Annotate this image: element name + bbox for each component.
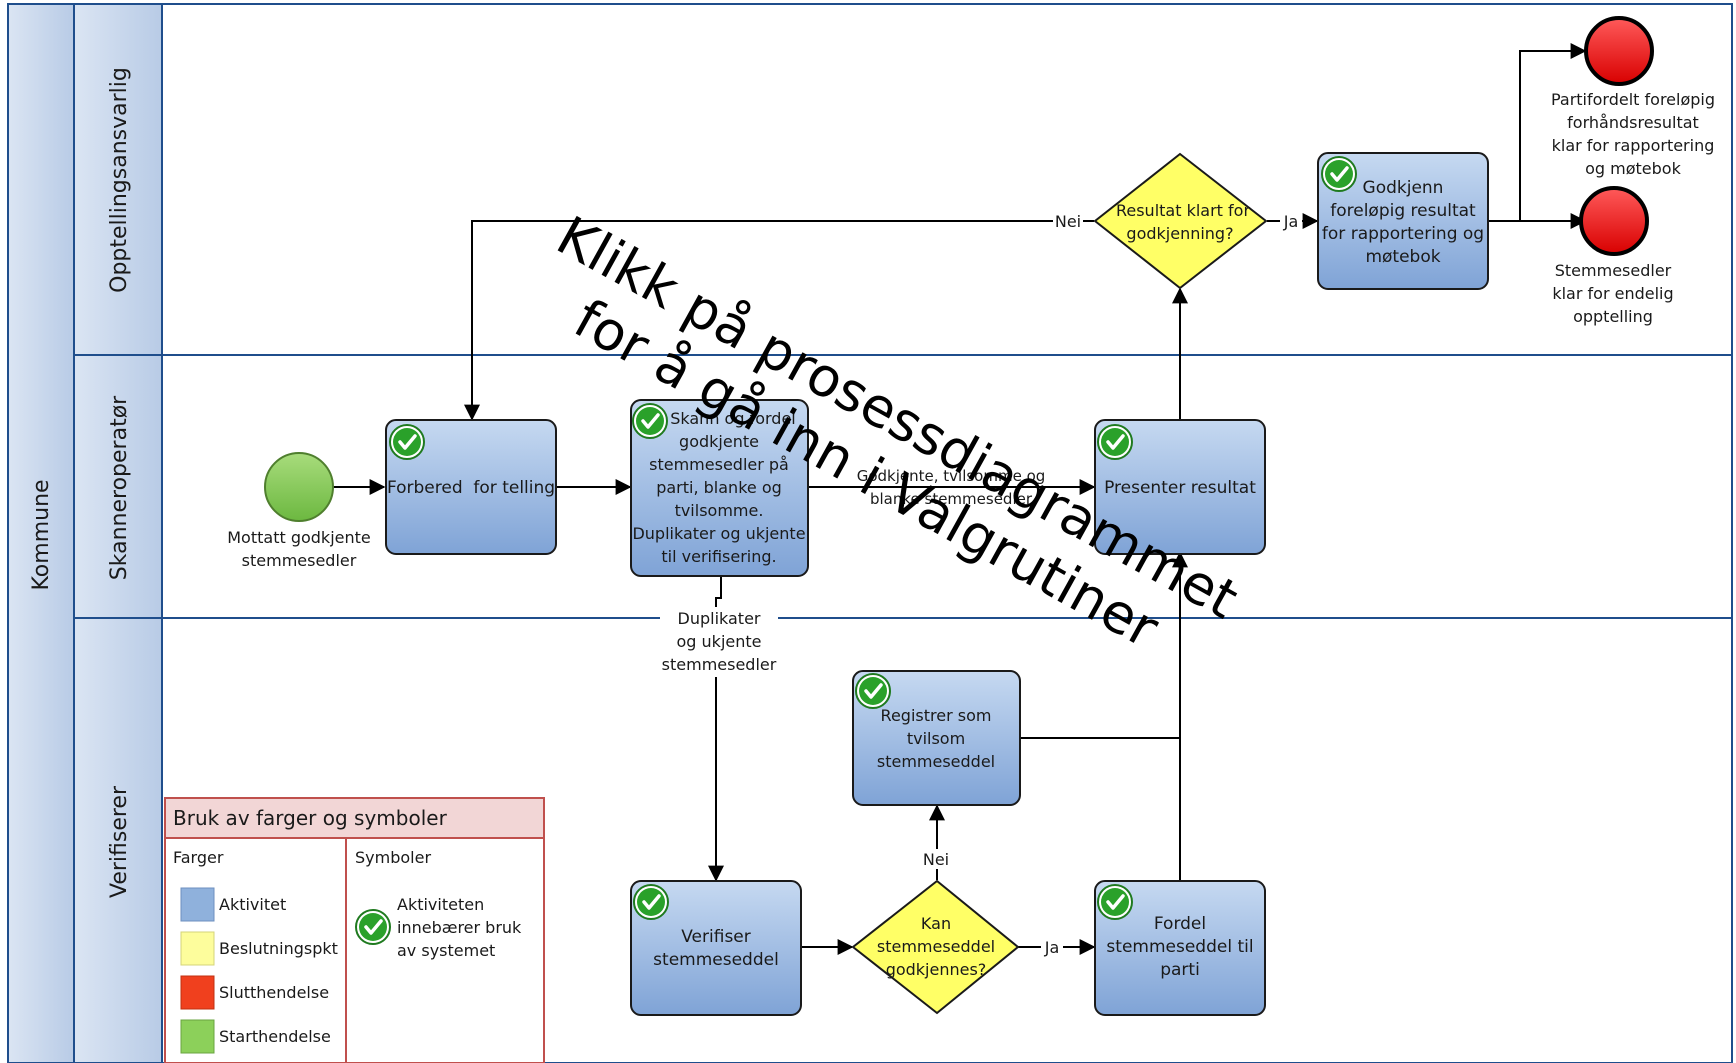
system-check-icon <box>1096 423 1134 461</box>
label-approved-ballots-1: Godkjente, tvilsomme og <box>857 467 1046 485</box>
activity-verify-label-2: stemmeseddel <box>653 950 779 970</box>
legend-swatch-end <box>180 975 215 1010</box>
legend-symbol-text-2: innebærer bruk <box>397 918 522 937</box>
activity-approve-label-3: for rapportering og <box>1322 224 1484 244</box>
legend-symbol-text-3: av systemet <box>397 941 495 960</box>
activity-verify-label-1: Verifiser <box>681 927 751 947</box>
gateway-result-ready[interactable]: Resultat klart for godkjenning? <box>1093 152 1268 290</box>
activity-register-label-1: Registrer som <box>881 706 992 725</box>
activity-verify[interactable]: Verifiser stemmeseddel <box>630 880 802 1016</box>
end-event-top-label-4: og møtebok <box>1585 159 1681 178</box>
lane-label-middle: Skanneroperatør <box>107 395 132 580</box>
legend-swatch-activity <box>180 887 215 922</box>
end-event-bottom[interactable]: Stemmesedler klar for endelig opptelling <box>1552 186 1674 326</box>
pool-header <box>7 3 75 1063</box>
activity-scan-label-7: til verifisering. <box>661 547 776 566</box>
activity-approve-label-2: foreløpig resultat <box>1330 201 1476 221</box>
end-event-bottom-label-1: Stemmesedler <box>1555 261 1672 280</box>
activity-distribute[interactable]: Fordel stemmeseddel til parti <box>1094 880 1266 1016</box>
label-yes-top: Ja <box>1283 212 1299 231</box>
activity-scan-label-2: godkjente <box>679 432 759 451</box>
end-event-bottom-label-2: klar for endelig <box>1552 284 1673 303</box>
lane-label-top: Opptellingsansvarlig <box>107 67 132 293</box>
gateway-result-ready-label-1: Resultat klart for <box>1116 201 1250 220</box>
legend-item-end: Slutthendelse <box>219 983 329 1002</box>
start-event[interactable]: Mottatt godkjente stemmesedler <box>227 452 371 570</box>
activity-distribute-label-3: parti <box>1160 960 1200 980</box>
activity-present[interactable]: Presenter resultat <box>1094 419 1266 555</box>
system-check-icon <box>388 423 426 461</box>
label-no-top: Nei <box>1055 212 1081 231</box>
start-event-label-2: stemmesedler <box>242 551 357 570</box>
activity-prepare-label: Forbered for telling <box>387 478 555 498</box>
legend-swatch-decision <box>180 931 215 966</box>
activity-register[interactable]: Registrer som tvilsom stemmeseddel <box>852 670 1021 806</box>
label-approved-ballots-2: blanke stemmesedler <box>870 490 1033 508</box>
system-check-icon <box>1096 883 1134 921</box>
legend-item-decision: Beslutningspkt <box>219 939 338 958</box>
activity-scan-label-4: parti, blanke og <box>656 478 782 497</box>
activity-distribute-label-2: stemmeseddel til <box>1106 937 1253 957</box>
flow-labels: Nei Ja Godkjente, tvilsomme og blanke st… <box>660 211 1302 957</box>
legend-colors-header: Farger <box>173 848 224 867</box>
legend-header <box>164 797 545 839</box>
activity-approve-label-4: møtebok <box>1365 247 1440 267</box>
activity-register-label-3: stemmeseddel <box>877 752 995 771</box>
end-event-bottom-label-3: opptelling <box>1573 307 1653 326</box>
label-yes-bottom: Ja <box>1044 938 1060 957</box>
gateway-can-approve[interactable]: Kan stemmeseddel godkjennes? <box>851 879 1020 1015</box>
label-duplicates-1: Duplikater <box>678 609 761 628</box>
activity-scan[interactable]: Skann og fordel godkjente stemmesedler p… <box>630 399 809 577</box>
activity-prepare[interactable]: Forbered for telling <box>385 419 557 555</box>
pool-label: Kommune <box>29 479 54 590</box>
activity-approve-label-1: Godkjenn <box>1363 178 1444 198</box>
connectors <box>332 43 1587 955</box>
legend: Bruk av farger og symboler Farger Symbol… <box>164 797 545 1063</box>
system-check-icon <box>1320 155 1358 193</box>
system-check-icon <box>632 883 670 921</box>
gateway-can-approve-label-3: godkjennes? <box>886 960 987 979</box>
flow-gateway-no <box>464 220 1094 421</box>
activity-approve[interactable]: Godkjenn foreløpig resultat for rapporte… <box>1317 152 1489 290</box>
activity-scan-label-3: stemmesedler på <box>649 455 789 474</box>
legend-item-activity: Aktivitet <box>219 895 286 914</box>
legend-item-start: Starthendelse <box>219 1027 331 1046</box>
legend-symbol-text-1: Aktiviteten <box>397 895 484 914</box>
gateway-can-approve-label-1: Kan <box>921 914 951 933</box>
legend-symbols-header: Symboler <box>355 848 431 867</box>
activity-register-label-2: tvilsom <box>907 729 965 748</box>
legend-title: Bruk av farger og symboler <box>173 806 448 830</box>
lane-label-bottom: Verifiserer <box>107 785 132 898</box>
start-event-label-1: Mottatt godkjente <box>227 528 371 547</box>
end-event-top-label-1: Partifordelt foreløpig <box>1551 90 1715 109</box>
gateway-can-approve-label-2: stemmeseddel <box>877 937 995 956</box>
legend-check-icon <box>354 908 392 946</box>
activity-scan-label-6: Duplikater og ukjente <box>632 524 805 543</box>
lane-header-bottom <box>73 617 163 1063</box>
end-event-top-label-2: forhåndsresultat <box>1567 113 1699 132</box>
activity-scan-label-1: Skann og fordel <box>670 409 796 428</box>
activity-distribute-label-1: Fordel <box>1154 914 1206 934</box>
end-event-top-label-3: klar for rapportering <box>1552 136 1715 155</box>
flow-approve-end-top <box>1488 43 1587 222</box>
legend-swatch-start <box>180 1019 215 1054</box>
label-duplicates-3: stemmesedler <box>662 655 777 674</box>
activity-scan-label-5: tvilsomme. <box>675 501 764 520</box>
end-event-top[interactable]: Partifordelt foreløpig forhåndsresultat … <box>1551 16 1715 178</box>
system-check-icon <box>631 402 669 440</box>
label-no-bottom: Nei <box>923 850 949 869</box>
gateway-result-ready-label-2: godkjenning? <box>1126 224 1233 243</box>
system-check-icon <box>854 672 892 710</box>
activity-present-label: Presenter resultat <box>1104 478 1256 498</box>
lane-header-middle <box>73 354 163 619</box>
lane-header-top <box>73 3 163 356</box>
label-duplicates-2: og ukjente <box>677 632 762 651</box>
